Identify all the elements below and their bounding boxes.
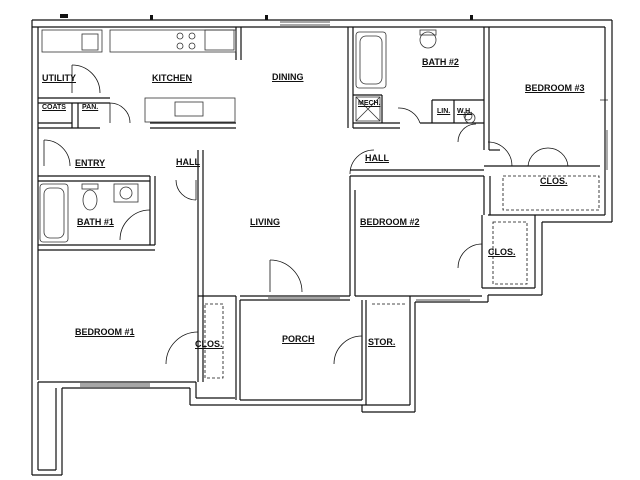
room-label-hall-right: HALL xyxy=(365,153,389,163)
room-label-pan: PAN. xyxy=(82,104,99,111)
room-label-entry: ENTRY xyxy=(75,158,106,168)
room-label-coats: COATS xyxy=(42,104,66,111)
room-label-clos-bedroom1: CLOS. xyxy=(195,339,223,349)
room-label-utility: UTILITY xyxy=(42,73,76,83)
interior-walls xyxy=(38,27,600,405)
room-label-bedroom1: BEDROOM #1 xyxy=(75,327,135,337)
room-label-bath1: BATH #1 xyxy=(77,217,114,227)
top-edge-marks xyxy=(60,14,473,20)
room-label-bath2: BATH #2 xyxy=(422,57,459,67)
windows xyxy=(80,21,608,387)
room-label-dining: DINING xyxy=(272,72,304,82)
room-label-lin: LIN. xyxy=(437,108,451,115)
room-label-wh: W.H. xyxy=(457,108,473,115)
door-swings xyxy=(43,64,569,365)
room-label-stor: STOR. xyxy=(368,337,396,347)
fixtures xyxy=(39,29,476,243)
room-label-living: LIVING xyxy=(250,217,281,227)
room-label-porch: PORCH xyxy=(282,334,315,344)
room-label-mech: MECH. xyxy=(358,100,381,107)
room-label-clos-bedroom2: CLOS. xyxy=(488,247,516,257)
room-label-bedroom3: BEDROOM #3 xyxy=(525,83,585,93)
room-label-hall-left: HALL xyxy=(176,157,200,167)
closet-shelves xyxy=(204,175,600,379)
room-label-bedroom2: BEDROOM #2 xyxy=(360,217,420,227)
room-label-kitchen: KITCHEN xyxy=(152,73,192,83)
room-label-clos-bedroom3: CLOS. xyxy=(540,176,568,186)
exterior-walls xyxy=(31,19,613,476)
